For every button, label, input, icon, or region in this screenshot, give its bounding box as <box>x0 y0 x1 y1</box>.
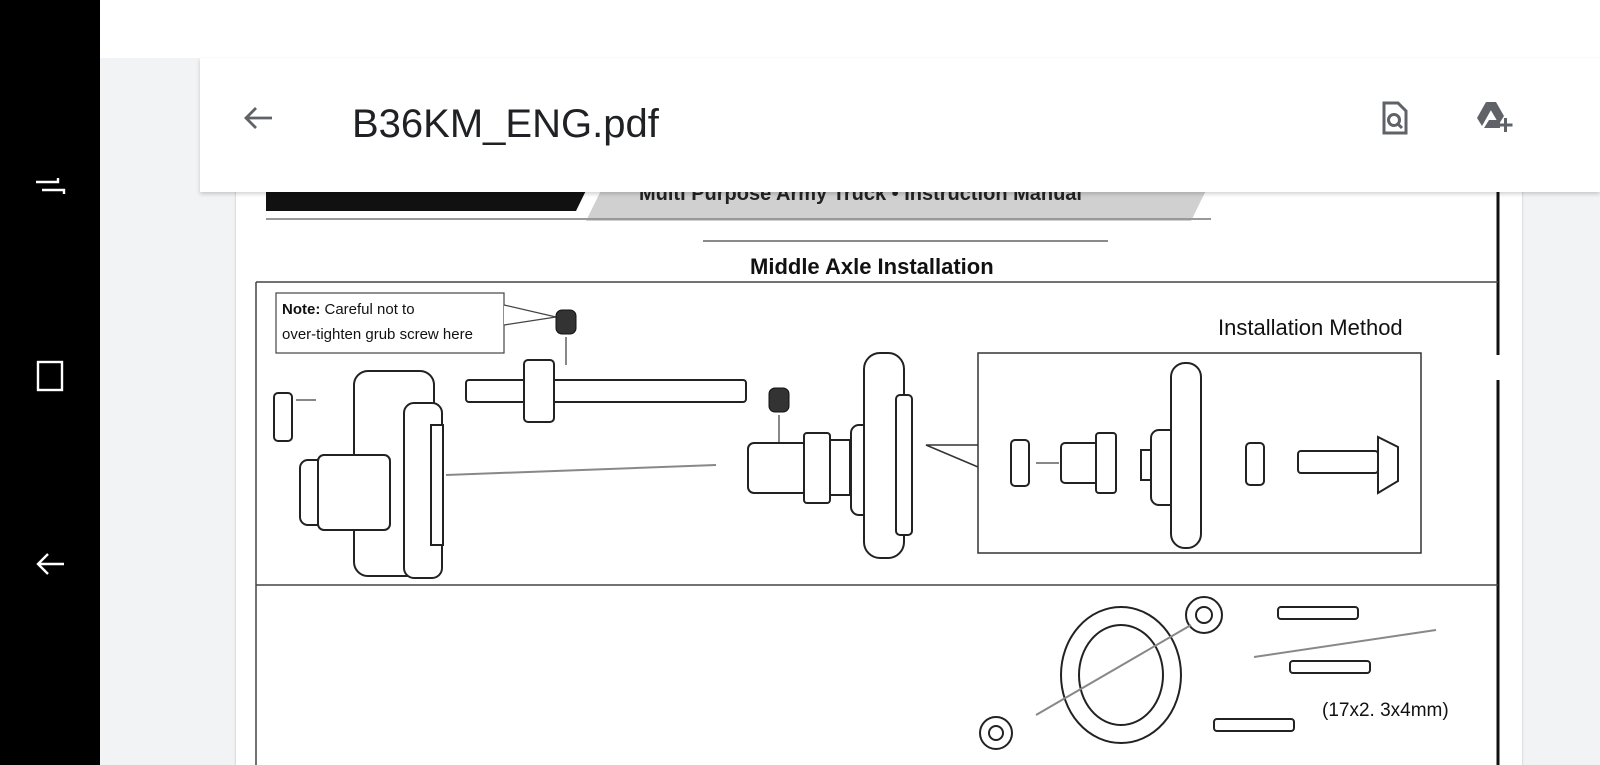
section-title: Middle Axle Installation <box>750 254 994 279</box>
arrow-left-icon <box>244 107 272 129</box>
document-title: B36KM_ENG.pdf <box>352 102 659 146</box>
back-icon[interactable] <box>26 540 74 588</box>
note-line-1: Note: Careful not to <box>282 301 415 318</box>
screw-spec-label: (17x2. 3x4mm) <box>1322 700 1449 721</box>
back-button[interactable] <box>234 94 282 142</box>
note-text-1: Careful not to <box>320 301 415 318</box>
installation-method-label: Installation Method <box>1218 315 1403 340</box>
recents-icon[interactable] <box>26 162 74 210</box>
system-nav-bar <box>0 0 100 765</box>
pdf-page[interactable]: Multi Purpose Army Truck • Instruction M… <box>236 175 1522 765</box>
viewer-toolbar: B36KM_ENG.pdf <box>200 58 1600 192</box>
status-bar-area <box>100 0 1600 58</box>
note-label: Note: <box>282 301 321 318</box>
overview-icon[interactable] <box>26 352 74 400</box>
add-to-drive-icon <box>1477 102 1513 132</box>
note-line-2: over-tighten grub screw here <box>282 326 473 343</box>
add-to-drive-button[interactable] <box>1470 94 1518 142</box>
search-in-document-button[interactable] <box>1370 94 1418 142</box>
document-search-icon <box>1382 101 1408 135</box>
